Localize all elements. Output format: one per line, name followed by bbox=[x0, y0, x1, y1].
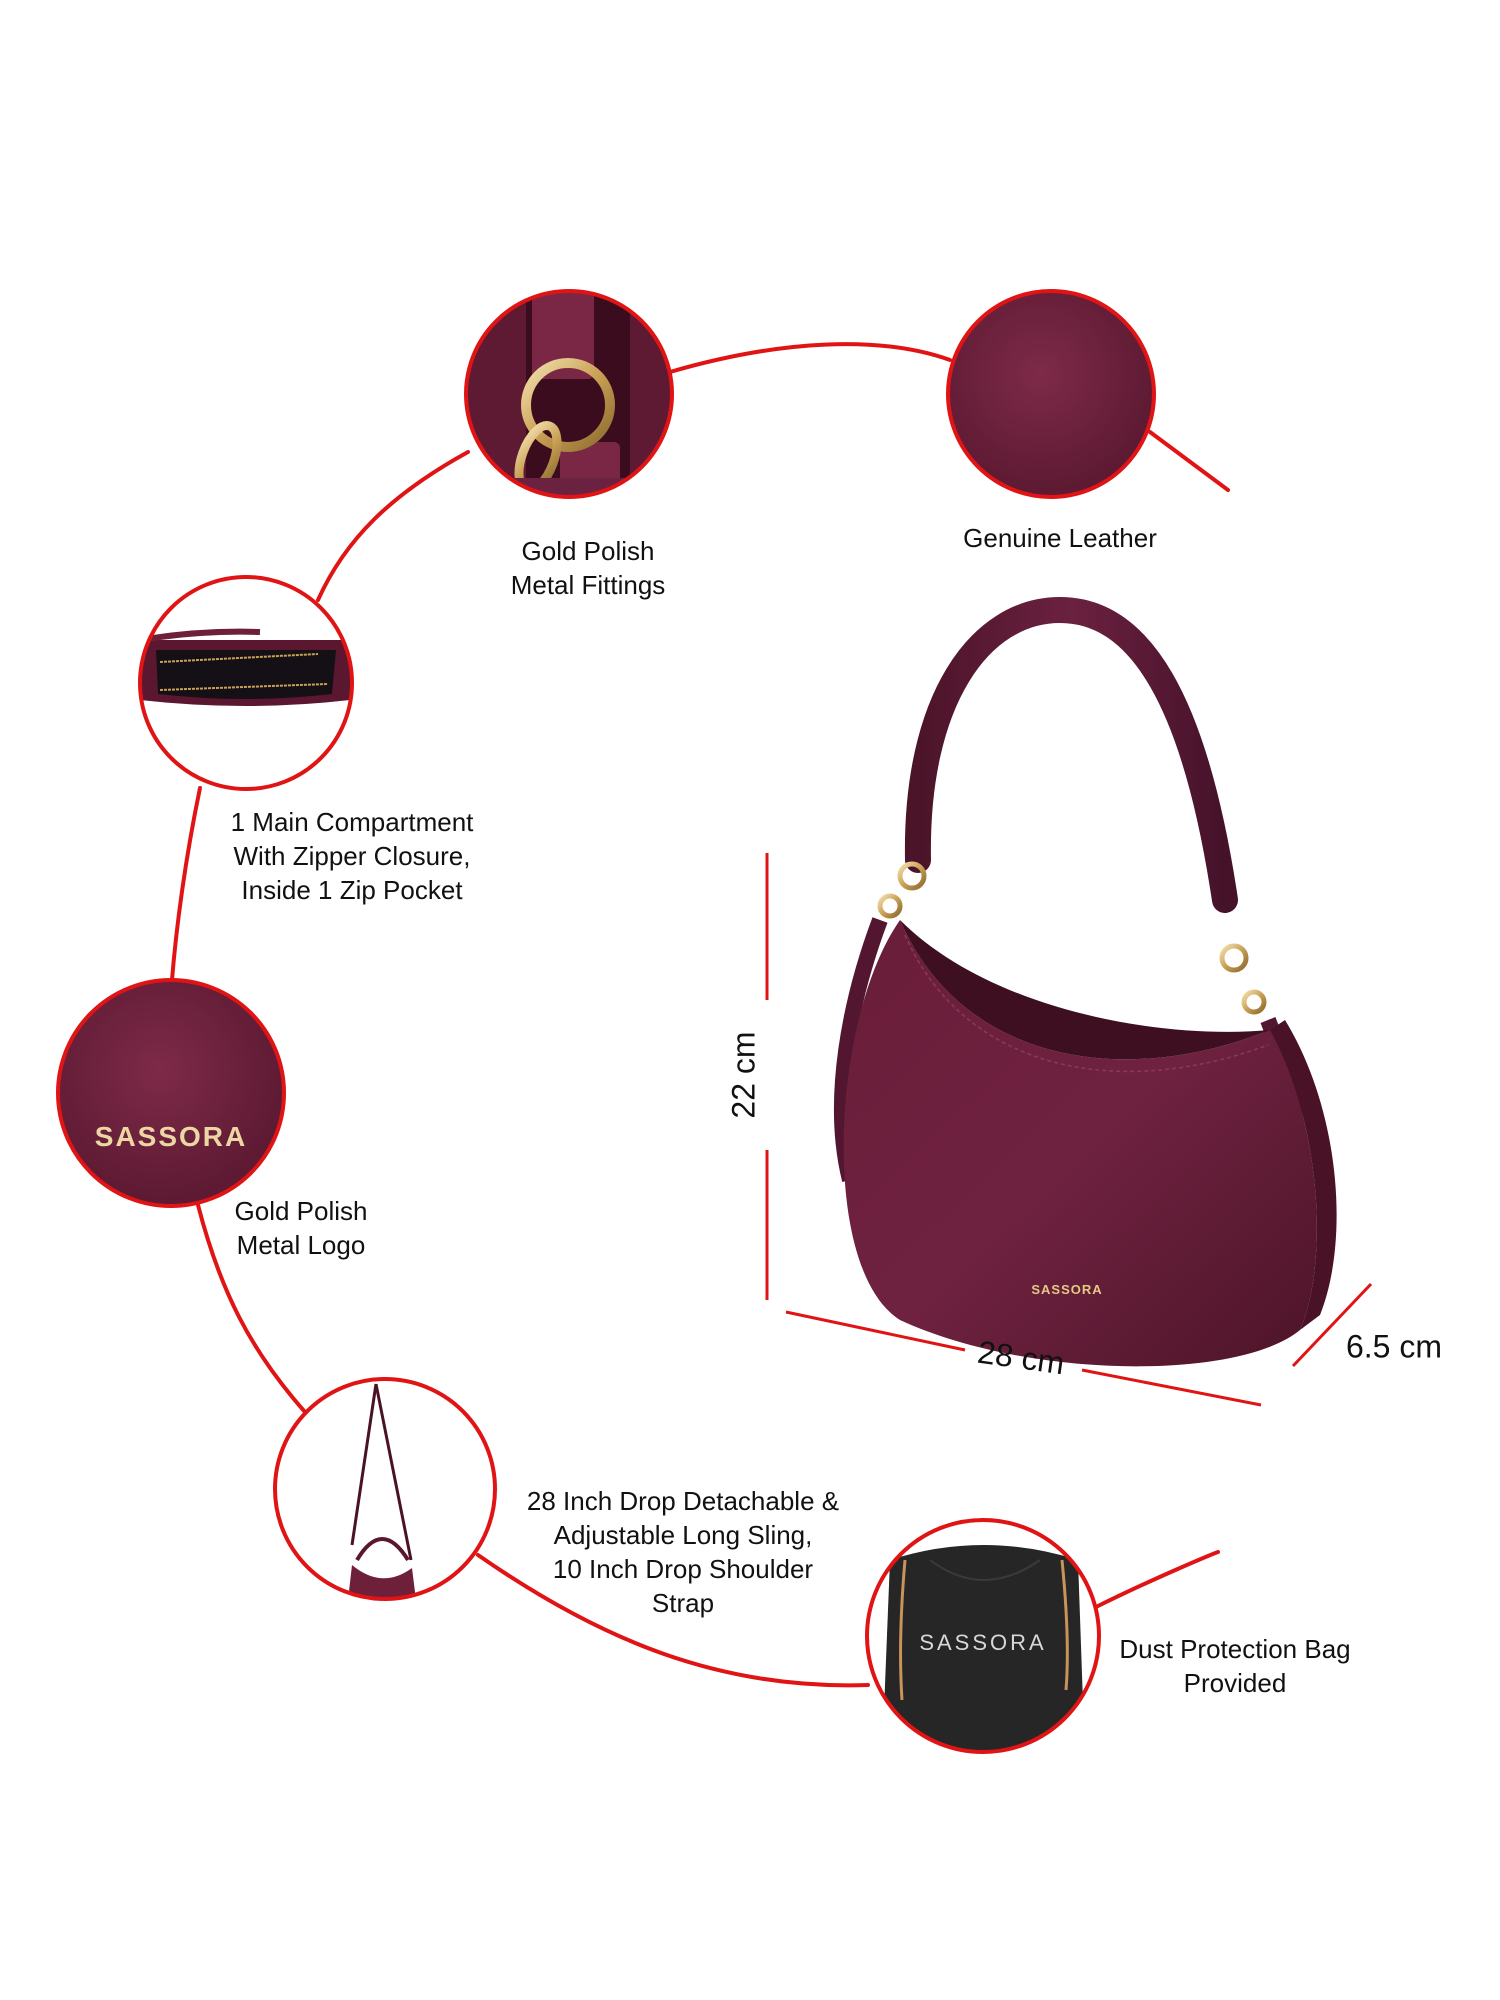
label-dust-bag: Dust Protection Bag Provided bbox=[1119, 1632, 1350, 1700]
logo-text-closeup: SASSORA bbox=[95, 1121, 247, 1152]
label-sling-line-3: 10 Inch Drop Shoulder bbox=[552, 1554, 814, 1584]
feature-image-leather bbox=[946, 289, 1156, 499]
feature-image-logo: SASSORA bbox=[56, 978, 286, 1208]
label-compartment-line-1: 1 Main Compartment bbox=[230, 807, 474, 837]
label-sling-line-2: Adjustable Long Sling, bbox=[553, 1520, 813, 1550]
label-leather: Genuine Leather bbox=[963, 521, 1157, 555]
label-compartment-line-3: Inside 1 Zip Pocket bbox=[241, 875, 463, 905]
label-logo-line-2: Metal Logo bbox=[236, 1230, 366, 1260]
label-sling: 28 Inch Drop Detachable & Adjustable Lon… bbox=[527, 1484, 839, 1620]
label-dust-bag-line-1: Dust Protection Bag bbox=[1119, 1634, 1351, 1664]
product-image-main-bag: SASSORA bbox=[833, 596, 1337, 1367]
label-logo: Gold Polish Metal Logo bbox=[235, 1194, 368, 1262]
dimension-height-label: 22 cm bbox=[725, 1031, 762, 1119]
feature-image-dust-bag: SASSORA bbox=[865, 1518, 1101, 1754]
main-bag-logo: SASSORA bbox=[1031, 1282, 1102, 1297]
label-compartment-line-2: With Zipper Closure, bbox=[233, 841, 471, 871]
label-sling-line-1: 28 Inch Drop Detachable & bbox=[526, 1486, 840, 1516]
dimension-lines bbox=[765, 853, 1373, 1407]
label-logo-line-1: Gold Polish bbox=[234, 1196, 368, 1226]
label-leather-line-1: Genuine Leather bbox=[963, 523, 1157, 553]
feature-image-sling bbox=[273, 1377, 497, 1601]
dust-bag-logo-text: SASSORA bbox=[919, 1630, 1046, 1655]
label-fittings: Gold Polish Metal Fittings bbox=[511, 534, 666, 602]
label-fittings-line-2: Metal Fittings bbox=[510, 570, 666, 600]
feature-image-fittings bbox=[464, 289, 674, 499]
width-line-left bbox=[785, 1310, 966, 1352]
label-sling-line-4: Strap bbox=[651, 1588, 715, 1618]
label-compartment: 1 Main Compartment With Zipper Closure, … bbox=[231, 805, 474, 907]
connector-arc bbox=[170, 342, 1230, 1688]
width-line-right bbox=[1081, 1368, 1262, 1407]
feature-image-compartment bbox=[138, 575, 354, 791]
depth-line bbox=[1291, 1282, 1373, 1368]
dimension-depth-label: 6.5 cm bbox=[1345, 1328, 1443, 1365]
label-fittings-line-1: Gold Polish bbox=[521, 536, 655, 566]
label-dust-bag-line-2: Provided bbox=[1183, 1668, 1287, 1698]
